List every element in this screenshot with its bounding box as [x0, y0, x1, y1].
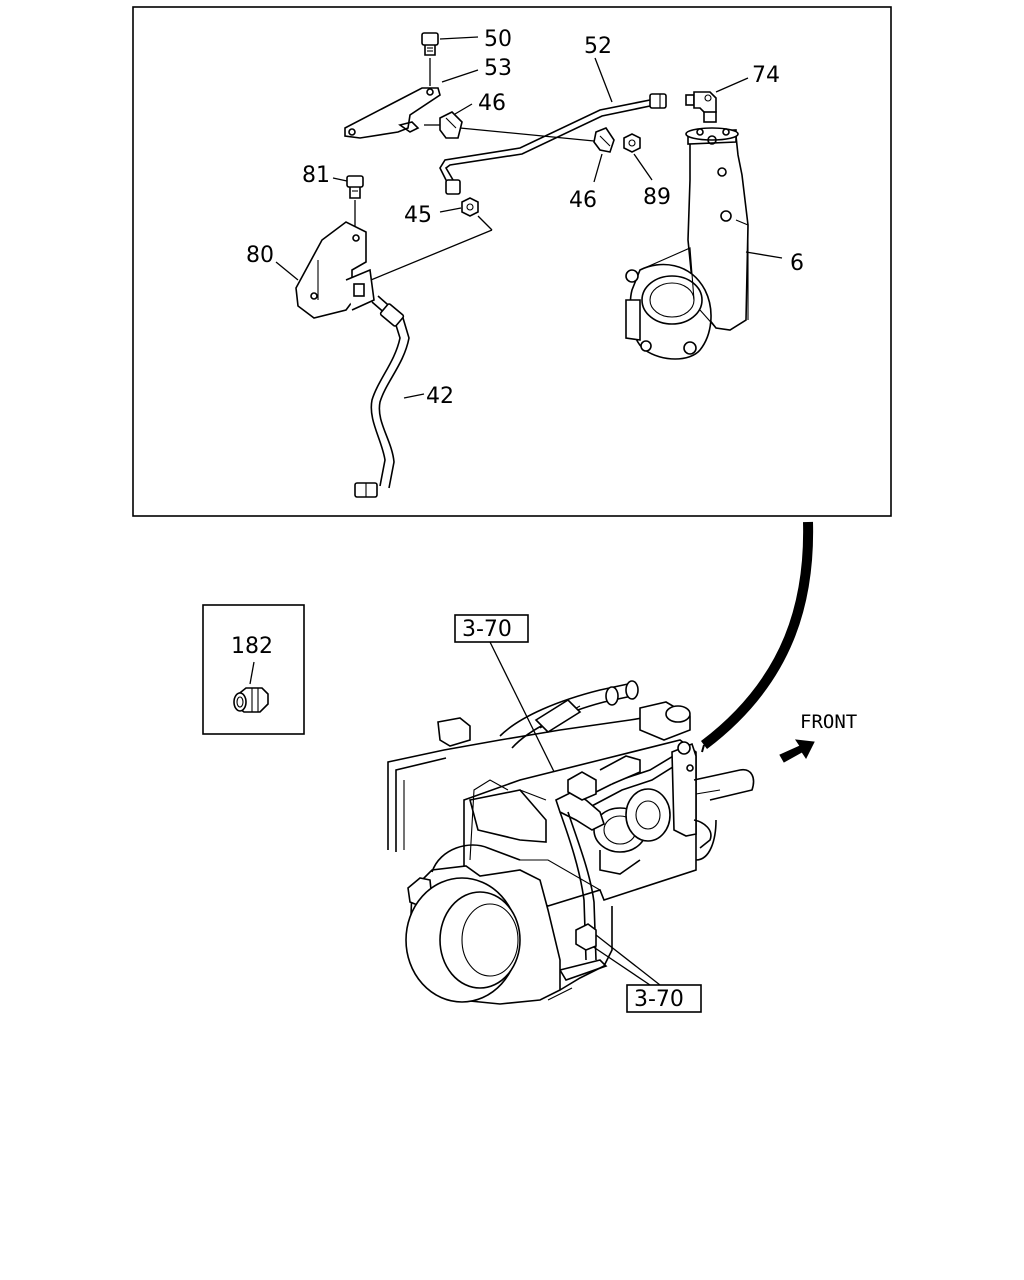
bracket-53 [344, 87, 441, 139]
callout-6: 6 [790, 251, 804, 276]
front-arrow-icon [779, 739, 815, 763]
bracket-80 [295, 221, 375, 319]
pipe-42 [354, 295, 410, 498]
elbow-74 [685, 91, 717, 123]
detail-panel: 50 53 46 52 [132, 6, 892, 517]
nut-45 [461, 197, 479, 217]
callout-45: 45 [404, 203, 432, 228]
part-182-panel: 182 [202, 604, 305, 735]
nut-89 [623, 133, 641, 153]
adapter-182 [233, 687, 269, 713]
callout-50: 50 [484, 27, 512, 52]
callout-182: 182 [231, 634, 273, 659]
reference-top-label: 3-70 [462, 617, 512, 642]
callout-89: 89 [643, 185, 671, 210]
reference-bottom-label: 3-70 [634, 987, 684, 1012]
reference-top: 3-70 [454, 614, 529, 643]
callout-52: 52 [584, 34, 612, 59]
callout-46-lower: 46 [569, 188, 597, 213]
clip-46-upper [424, 111, 463, 139]
callout-46-upper: 46 [478, 91, 506, 116]
detail-pointer-arrow [700, 521, 814, 749]
callout-81: 81 [302, 163, 330, 188]
callout-80: 80 [246, 243, 274, 268]
filter-housing-6 [625, 127, 749, 360]
pipe-52 [439, 93, 667, 195]
bolt-50 [421, 32, 439, 56]
callout-42: 42 [426, 384, 454, 409]
bolt-81 [346, 175, 364, 199]
front-label: FRONT [800, 711, 857, 733]
part-182-frame [202, 604, 305, 735]
engine-assembly [387, 680, 755, 1005]
reference-bottom: 3-70 [626, 984, 702, 1013]
clip-46-lower [593, 127, 615, 153]
callout-53: 53 [484, 56, 512, 81]
detail-frame [132, 6, 892, 517]
front-indicator: FRONT [779, 711, 857, 763]
callout-74: 74 [752, 63, 780, 88]
